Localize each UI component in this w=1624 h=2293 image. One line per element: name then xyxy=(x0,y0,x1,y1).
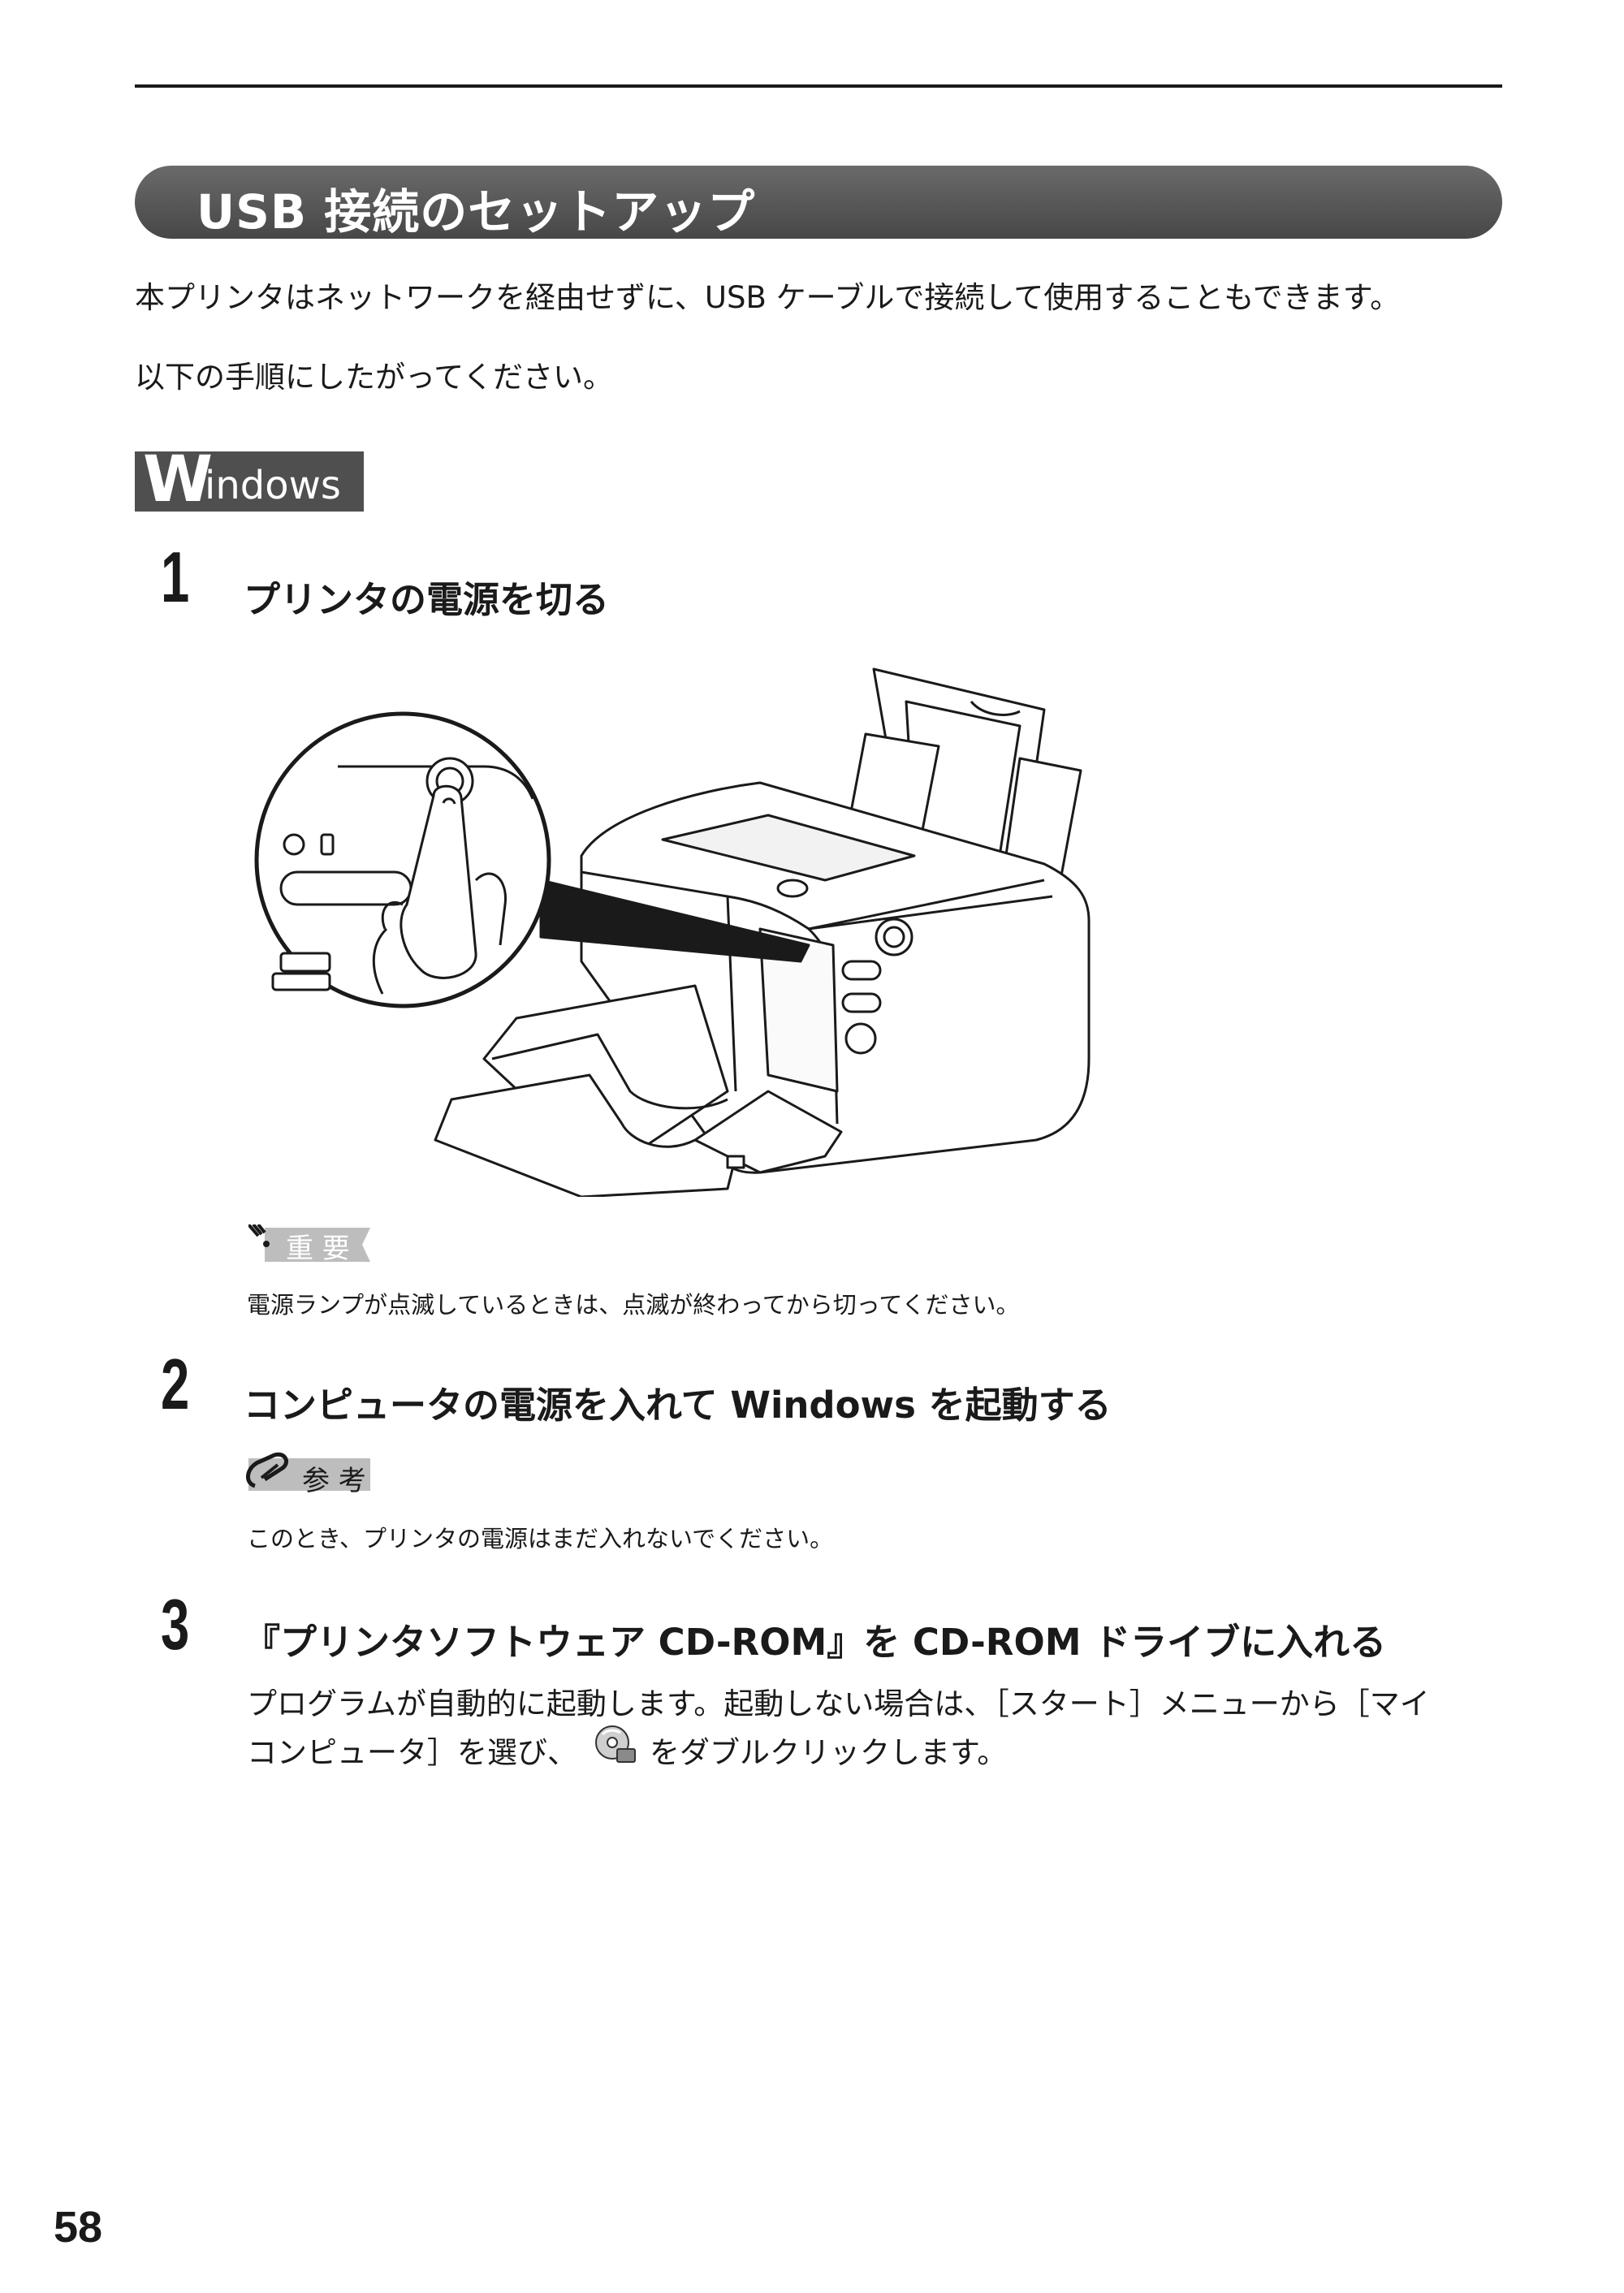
step-2-note-text: このとき、プリンタの電源はまだ入れないでください。 xyxy=(247,1525,834,1552)
section-title-bar: USB 接続のセットアップ xyxy=(135,166,1502,240)
power-button-closeup xyxy=(254,711,551,1008)
step-1-number: 1 xyxy=(161,537,190,617)
windows-badge-rest: indows xyxy=(205,463,341,508)
reference-badge xyxy=(246,1452,370,1491)
windows-badge-initial: W xyxy=(143,443,214,516)
important-badge-label: 重 要 xyxy=(286,1233,350,1265)
step-3-body-line2b: をダブルクリックします。 xyxy=(650,1735,1008,1770)
intro-text-line2: 以下の手順にしたがってください。 xyxy=(135,360,614,395)
reference-badge-label: 参 考 xyxy=(302,1465,366,1497)
step-1-title: プリンタの電源を切る xyxy=(244,578,610,621)
intro-text-line1: 本プリンタはネットワークを経由せずに、USB ケーブルで接続して使用することもで… xyxy=(135,280,1401,315)
important-badge xyxy=(248,1224,370,1262)
step-1-note-text: 電源ランプが点滅しているときは、点滅が終わってから切ってください。 xyxy=(247,1291,1020,1319)
top-rule xyxy=(135,84,1502,88)
step-3-title: 『プリンタソフトウェア CD-ROM』を CD-ROM ドライブに入れる xyxy=(244,1621,1387,1664)
step-2-title: コンピュータの電源を入れて Windows を起動する xyxy=(244,1384,1112,1427)
step-3-body-line2a: コンピュータ］を選び、 xyxy=(247,1735,577,1770)
windows-badge: W indows xyxy=(135,443,364,516)
step-3-body-line1: プログラムが自動的に起動します。起動しない場合は、［スタート］メニューから［マイ xyxy=(247,1686,1430,1721)
page-number: 58 xyxy=(54,2203,103,2252)
cd-drive-icon xyxy=(595,1725,636,1763)
section-title: USB 接続のセットアップ xyxy=(197,184,756,240)
step-3-number: 3 xyxy=(161,1584,190,1665)
step-2-number: 2 xyxy=(161,1344,190,1424)
printer-power-off-illustration xyxy=(254,667,1091,1197)
